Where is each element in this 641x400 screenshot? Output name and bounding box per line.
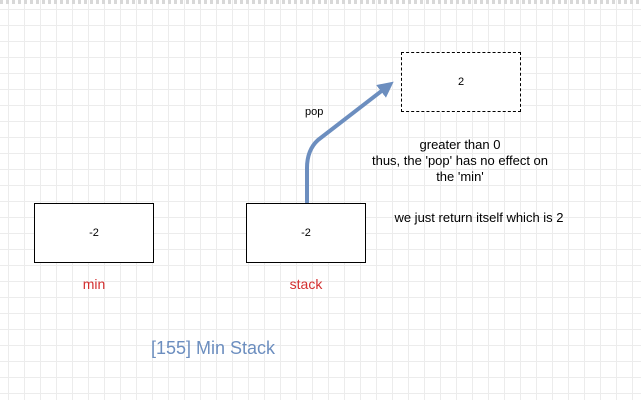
top-ruler — [0, 0, 641, 4]
popped-value: 2 — [457, 76, 465, 88]
stack-caption: stack — [289, 276, 323, 292]
popped-element-box[interactable]: 2 — [401, 52, 521, 112]
note-line-4: we just return itself which is 2 — [394, 210, 564, 225]
stack-value: -2 — [301, 227, 311, 239]
diagram-title: [155] Min Stack — [151, 338, 276, 358]
note-line-1: greater than 0 — [419, 137, 501, 152]
note-line-2: thus, the 'pop' has no effect on — [371, 153, 549, 168]
min-value: -2 — [89, 227, 99, 239]
min-stack-box[interactable]: -2 — [34, 203, 154, 263]
pop-label: pop — [305, 106, 324, 118]
stack-box[interactable]: -2 — [246, 203, 366, 263]
min-caption: min — [82, 276, 106, 292]
note-line-3: the 'min' — [436, 169, 484, 184]
